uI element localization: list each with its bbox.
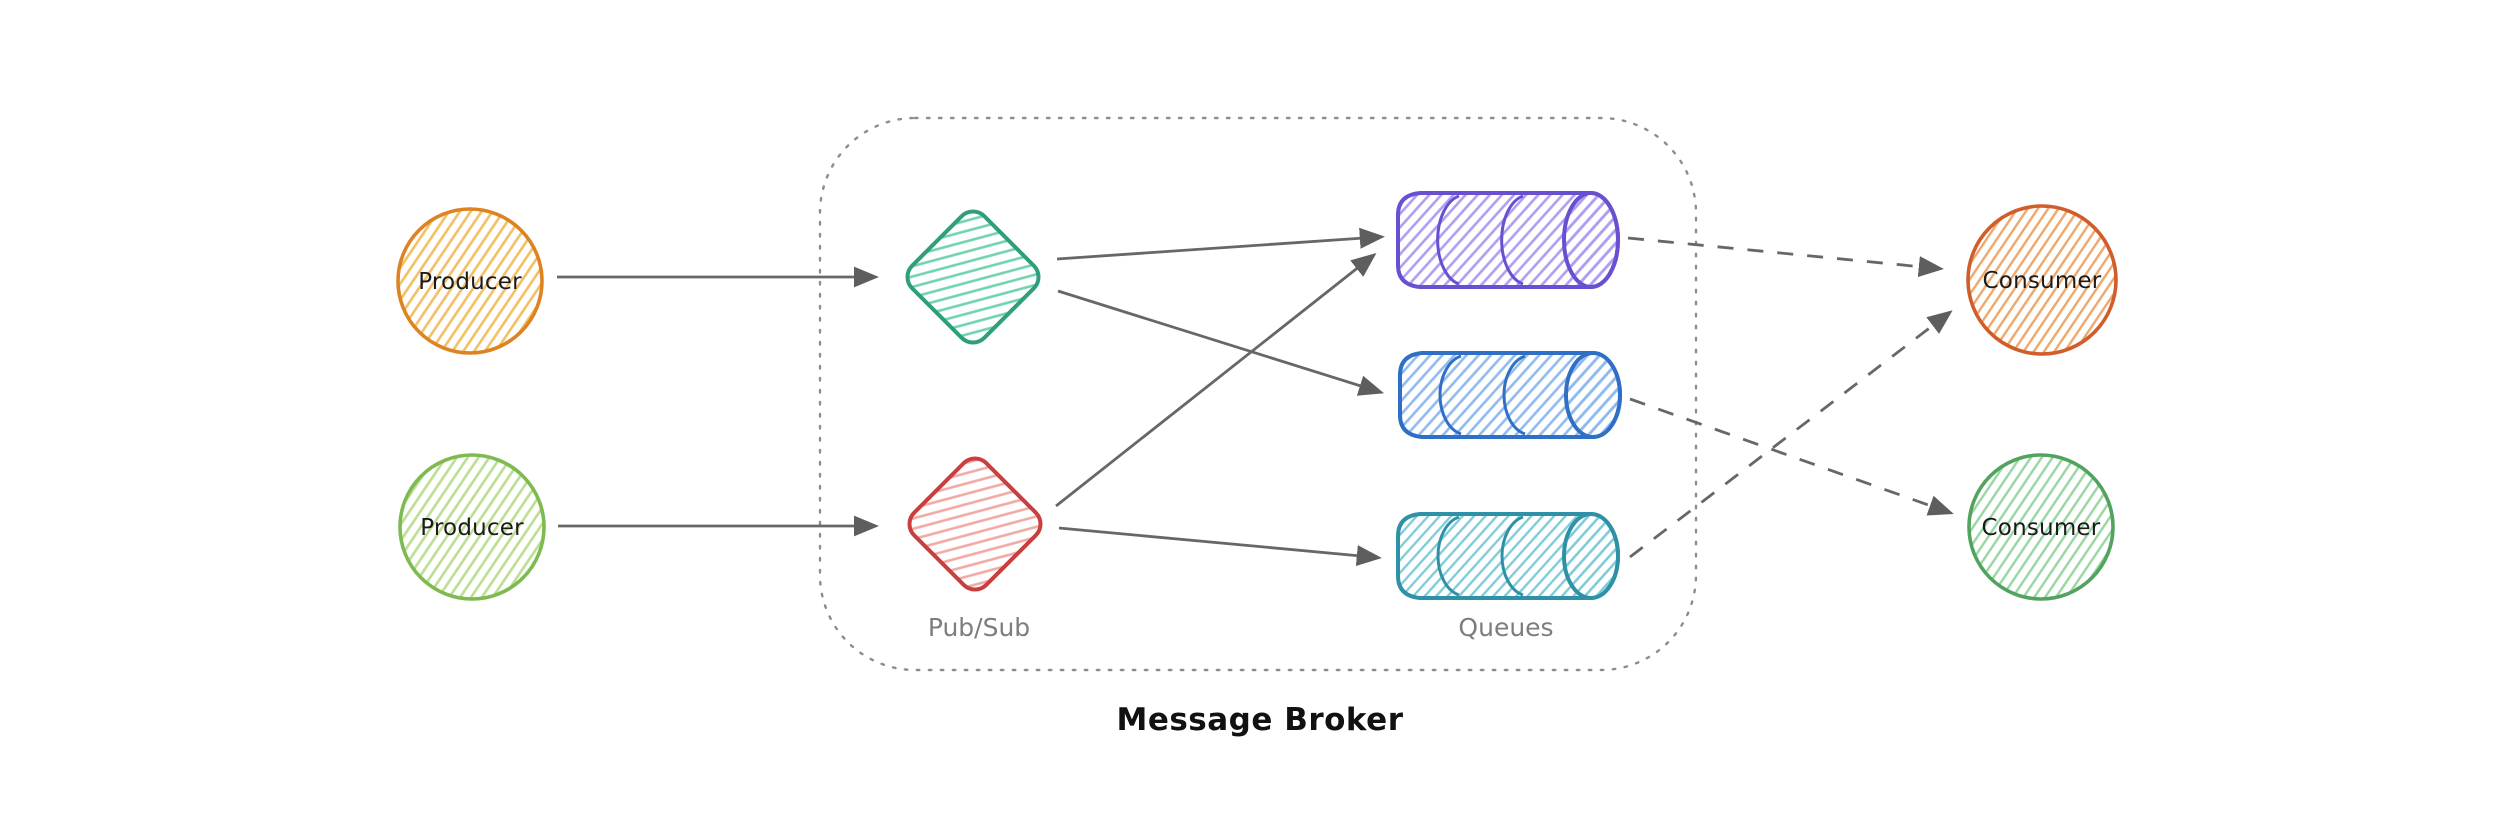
queue-bottom-cylinder-cap [1562,512,1620,600]
message-broker-title: Message Broker [1116,702,1403,738]
consumer-top-label: Consumer [1983,268,2102,294]
producer-top-circle [396,207,544,355]
edge-pubsub-top-to-queue-middle [1057,289,1385,396]
queue-bottom-cylinder-divider [1500,515,1524,597]
producer-top-label: Producer [418,269,522,295]
consumer-bottom-label: Consumer [1982,515,2101,541]
queue-bottom-cylinder-divider [1436,515,1460,597]
queue-middle-cylinder-cap [1564,351,1622,439]
queue-middle-node [1398,351,1622,439]
edge-queue-top-to-consumer-top [1627,236,1944,278]
edge-pubsub-top-to-queue-top [1056,227,1385,261]
queue-top-cylinder-divider [1500,194,1524,286]
pubsub-bottom-diamond [907,456,1043,592]
queue-middle-cylinder-divider [1502,354,1526,436]
queue-middle-cylinder-divider [1438,354,1462,436]
consumer-top-node: Consumer [1966,204,2118,356]
edges-solid [557,227,1385,567]
consumer-bottom-circle [1967,453,2115,601]
consumer-top-circle [1966,204,2118,356]
pubsub-bottom-node [907,456,1043,592]
queue-top-cylinder-cap [1562,191,1620,289]
edge-queue-bottom-to-consumer-top [1629,310,1953,559]
edge-queue-middle-to-consumer-bottom [1629,397,1954,516]
edge-pubsub-bottom-to-queue-top [1055,252,1377,508]
queue-bottom-node [1396,512,1620,600]
producer-bottom-circle [398,453,546,601]
producer-bottom-label: Producer [420,515,524,541]
pubsub-top-diamond [905,209,1041,345]
pubsub-top-node [905,209,1041,345]
consumer-bottom-node: Consumer [1967,453,2115,601]
edge-pubsub-bottom-to-queue-bottom [1058,526,1382,567]
producer-top-node: Producer [396,207,544,355]
queue-top-cylinder-divider [1436,194,1460,286]
message-broker-group: Message Broker [818,116,1698,738]
edges-dashed [1627,236,1954,559]
queue-top-node [1396,191,1620,289]
queues-zone-label: Queues [1458,613,1553,642]
producer-bottom-node: Producer [398,453,546,601]
pubsub-zone-label: Pub/Sub [928,613,1030,642]
